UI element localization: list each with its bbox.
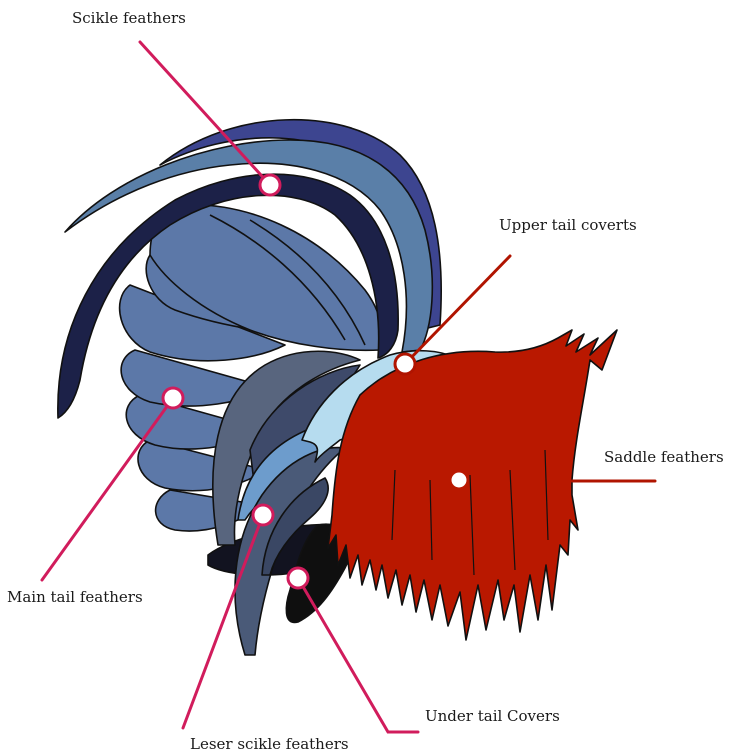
label-under-tail-covers: Under tail Covers: [425, 707, 560, 725]
marker-lesser-sickle: [253, 505, 273, 525]
label-main-tail-feathers: Main tail feathers: [7, 588, 143, 606]
marker-under-coverts: [288, 568, 308, 588]
label-lesser-sickle-feathers: Leser scikle feathers: [190, 735, 349, 753]
marker-saddle: [450, 471, 468, 489]
marker-upper-coverts: [395, 354, 415, 374]
marker-sickle: [260, 175, 280, 195]
leader-line-main-tail: [42, 398, 173, 580]
label-upper-tail-coverts: Upper tail coverts: [499, 216, 637, 234]
label-saddle-feathers: Saddle feathers: [604, 448, 724, 466]
label-sickle-feathers: Scikle feathers: [72, 9, 186, 27]
marker-main-tail: [163, 388, 183, 408]
